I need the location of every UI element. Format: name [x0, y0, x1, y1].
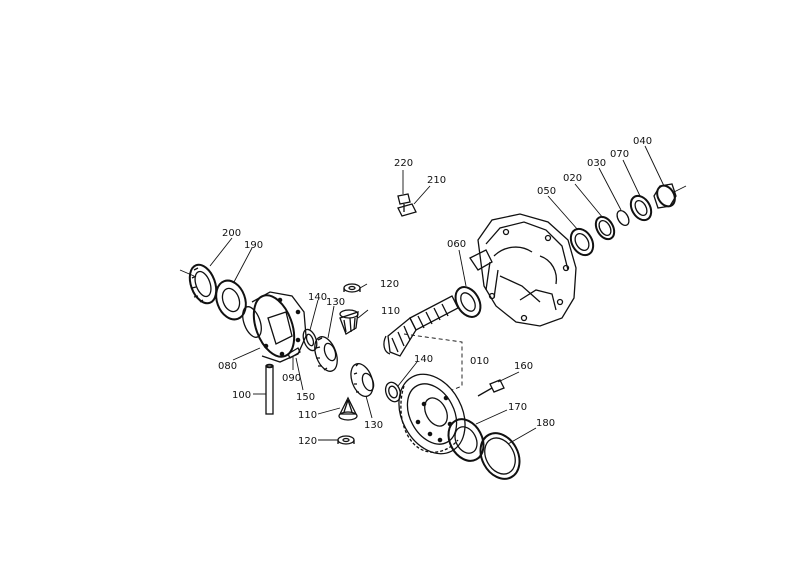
part-label-220: 220: [394, 158, 413, 169]
part-label-010: 010: [470, 356, 489, 367]
pinion-pin: [265, 363, 274, 415]
part-label-140-lower: 140: [414, 354, 433, 365]
oil-seal: [569, 227, 595, 257]
part-label-100: 100: [232, 390, 251, 401]
part-label-190: 190: [244, 240, 263, 251]
part-label-210: 210: [427, 175, 446, 186]
lock-nut: [653, 183, 687, 209]
pinion-gear: [339, 309, 359, 335]
bearing: [594, 215, 616, 241]
bearing: [447, 418, 485, 462]
bevel-pinion-shaft: [383, 295, 459, 357]
part-label-110-upper: 110: [381, 306, 400, 317]
part-label-110-lower: 110: [298, 410, 317, 421]
lock-plate: [397, 203, 417, 217]
part-label-090: 090: [282, 373, 301, 384]
part-label-040: 040: [633, 136, 652, 147]
part-label-120-lower: 120: [298, 436, 317, 447]
bearing: [629, 194, 653, 222]
part-label-070: 070: [610, 149, 629, 160]
part-label-120-upper: 120: [380, 279, 399, 290]
bearing: [454, 286, 482, 318]
differential-case: [242, 291, 307, 363]
snap-ring: [616, 209, 630, 227]
washer: [337, 435, 355, 445]
leader-lines: [209, 145, 665, 445]
bolt: [397, 193, 411, 212]
part-label-160: 160: [514, 361, 533, 372]
side-gear: [350, 363, 375, 397]
part-label-030: 030: [587, 158, 606, 169]
side-gear: [314, 336, 338, 372]
part-label-060: 060: [447, 239, 466, 250]
part-label-200: 200: [222, 228, 241, 239]
part-label-170: 170: [508, 402, 527, 413]
bearing: [215, 279, 247, 321]
thrust-washer: [384, 381, 402, 403]
small-pin: [287, 347, 301, 359]
part-label-080: 080: [218, 361, 237, 372]
ring-gear: [398, 373, 466, 455]
part-label-150: 150: [296, 392, 315, 403]
part-label-020: 020: [563, 173, 582, 184]
part-label-140-upper: 140: [308, 292, 327, 303]
thrust-washer: [302, 328, 318, 352]
part-label-180: 180: [536, 418, 555, 429]
bolt: [477, 379, 505, 397]
pinion-gear: [338, 396, 358, 421]
part-label-130-lower: 130: [364, 420, 383, 431]
shim-ring: [479, 432, 521, 480]
gear-case-housing: [469, 213, 577, 327]
part-labels: 010 020 030 040 050 060 070 080 090 100 …: [218, 136, 652, 447]
part-label-130-upper: 130: [326, 297, 345, 308]
bearing: [179, 263, 218, 305]
part-label-050: 050: [537, 186, 556, 197]
washer: [343, 283, 361, 293]
